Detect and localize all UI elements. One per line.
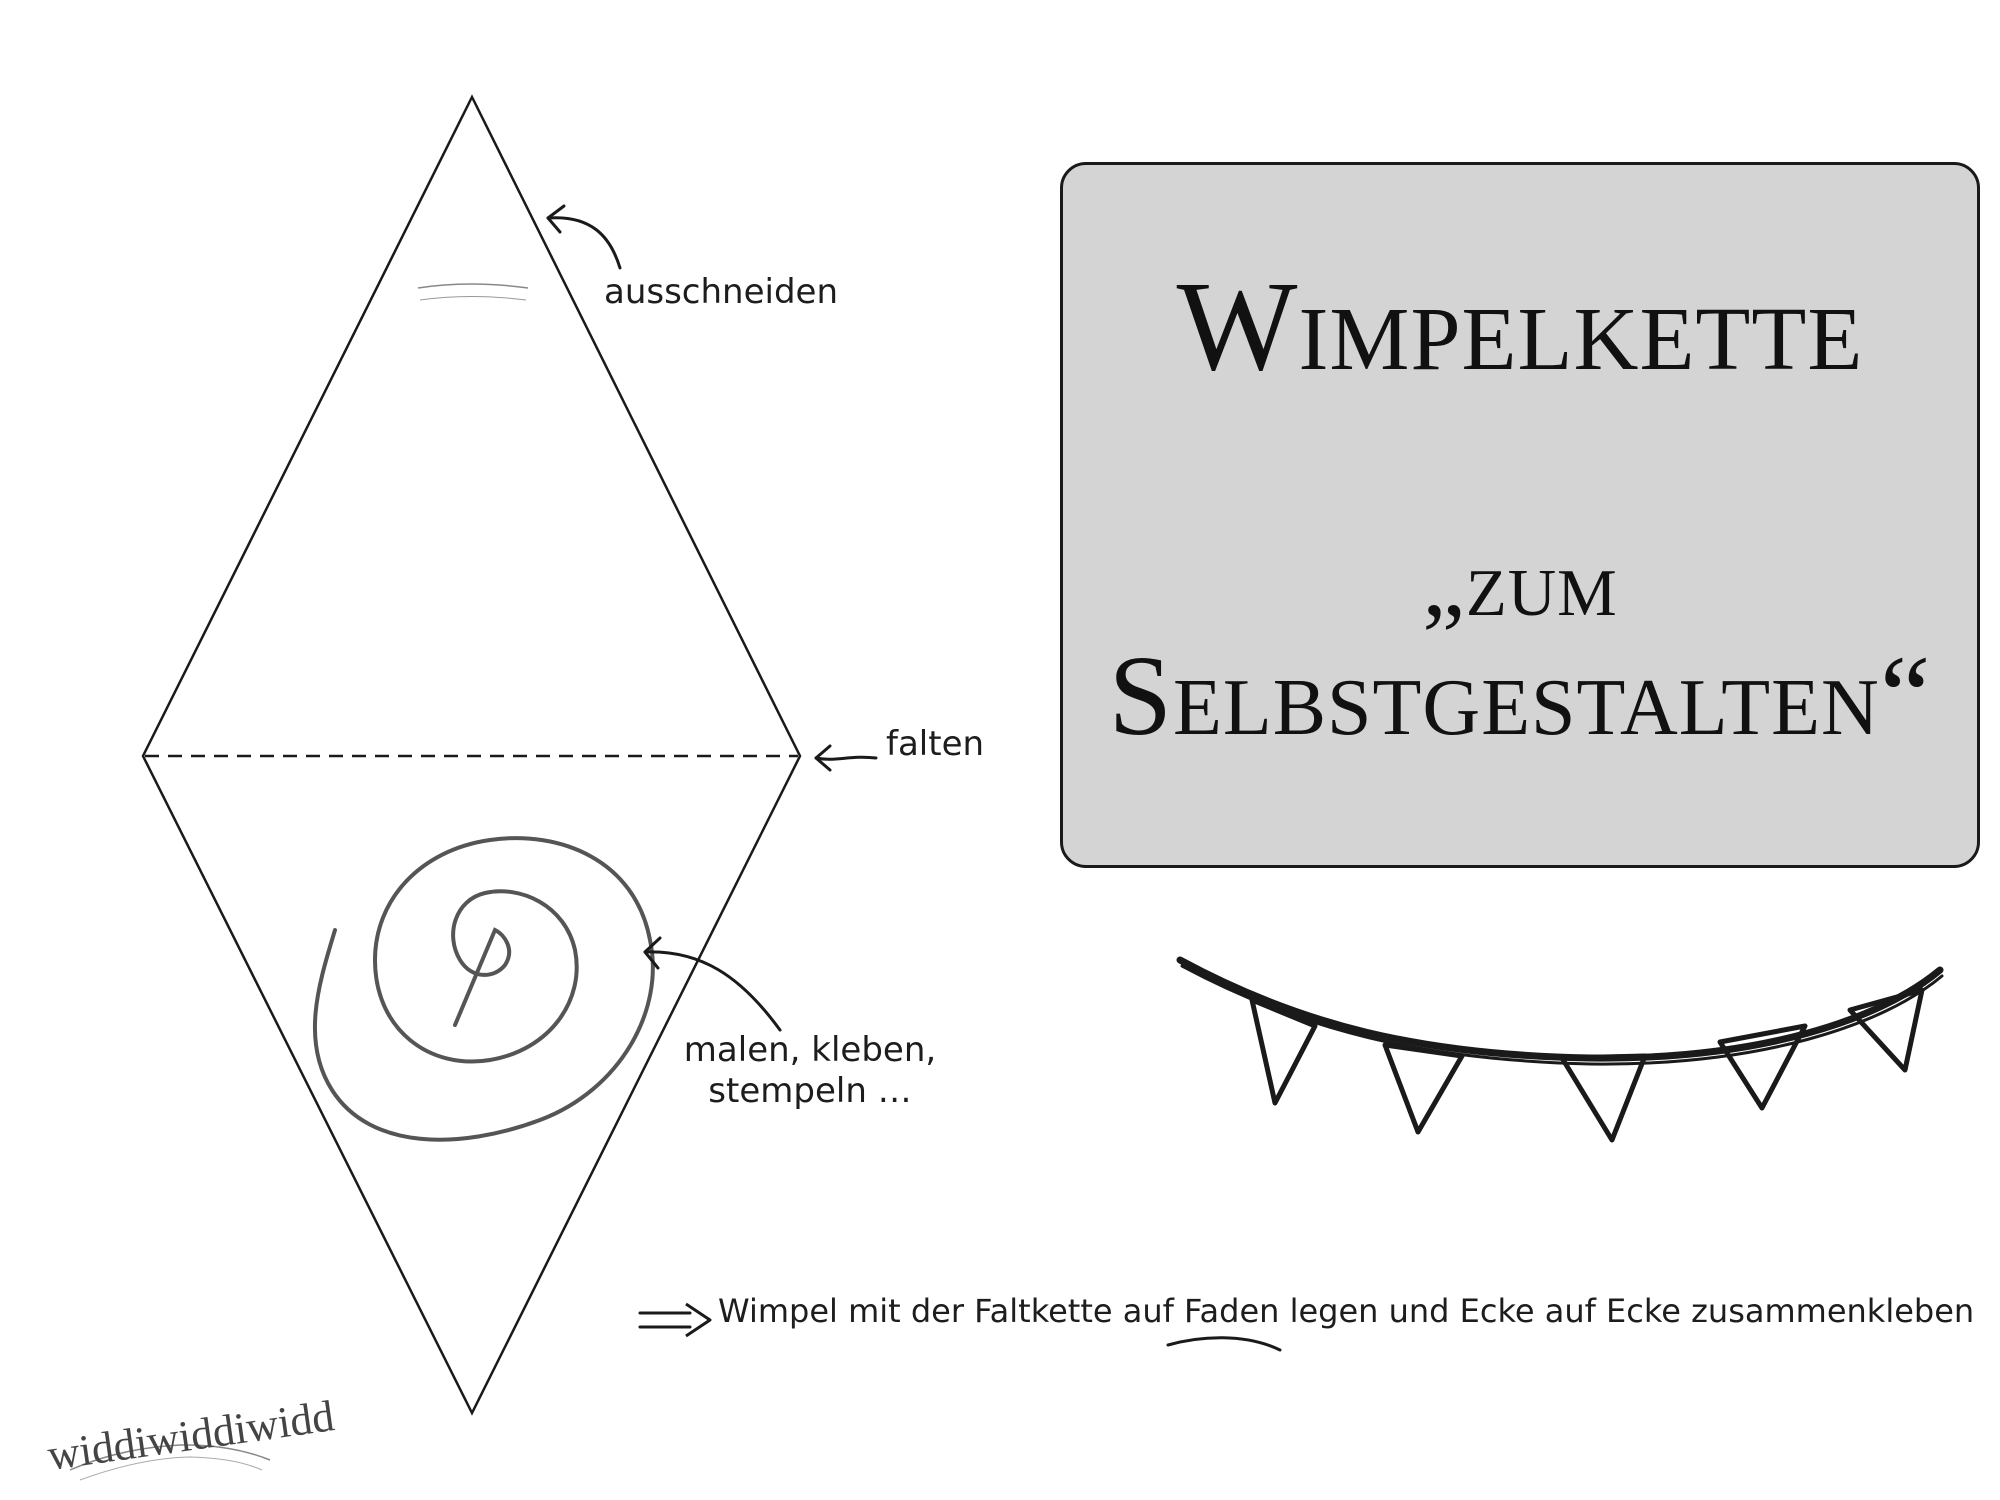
pennant-outline [141,94,802,1416]
faden-underline [1166,1336,1282,1352]
double-line-right-arrow-icon [638,1302,712,1338]
pennant-template [141,94,802,1416]
decorate-label-line1: malen, kleben, [683,1030,937,1070]
subtitle-line1: „zum [1422,529,1618,636]
garland-flag [1249,997,1318,1106]
garland-flag [1717,1023,1808,1111]
small-watermark [417,283,529,301]
garland-flag [1382,1042,1465,1135]
instruction-text: Wimpel mit der Faltkette auf Faden legen… [718,1292,1974,1330]
decorate-arrow [643,936,782,1032]
cut-arrow [546,204,622,270]
decorate-label: malen, kleben, stempeln … [680,1030,940,1112]
page-title: Wimpelkette [1176,255,1864,397]
garland-sketch [1176,956,1944,1143]
garland-flag [1847,987,1925,1073]
subtitle-line2: Selbstgestalten“ [1108,632,1932,759]
instruction-faden: Faden [1184,1292,1280,1330]
title-box: Wimpelkette „zum Selbstgestalten“ [1060,162,1980,868]
fold-label: falten [886,724,985,764]
brand-watermark: widdiwiddiwidd [45,1391,337,1481]
brand-watermark-text: widdiwiddiwidd [45,1391,337,1480]
instruction-before: Wimpel mit der Faltkette auf [718,1292,1185,1330]
spiral-doodle [313,836,655,1142]
instruction-after: legen und Ecke auf Ecke zusammenkleben [1279,1292,1975,1330]
decorate-label-line2: stempeln … [708,1070,912,1111]
fold-arrow [814,744,878,772]
garland-flag [1559,1053,1648,1143]
cut-label: ausschneiden [604,272,839,312]
